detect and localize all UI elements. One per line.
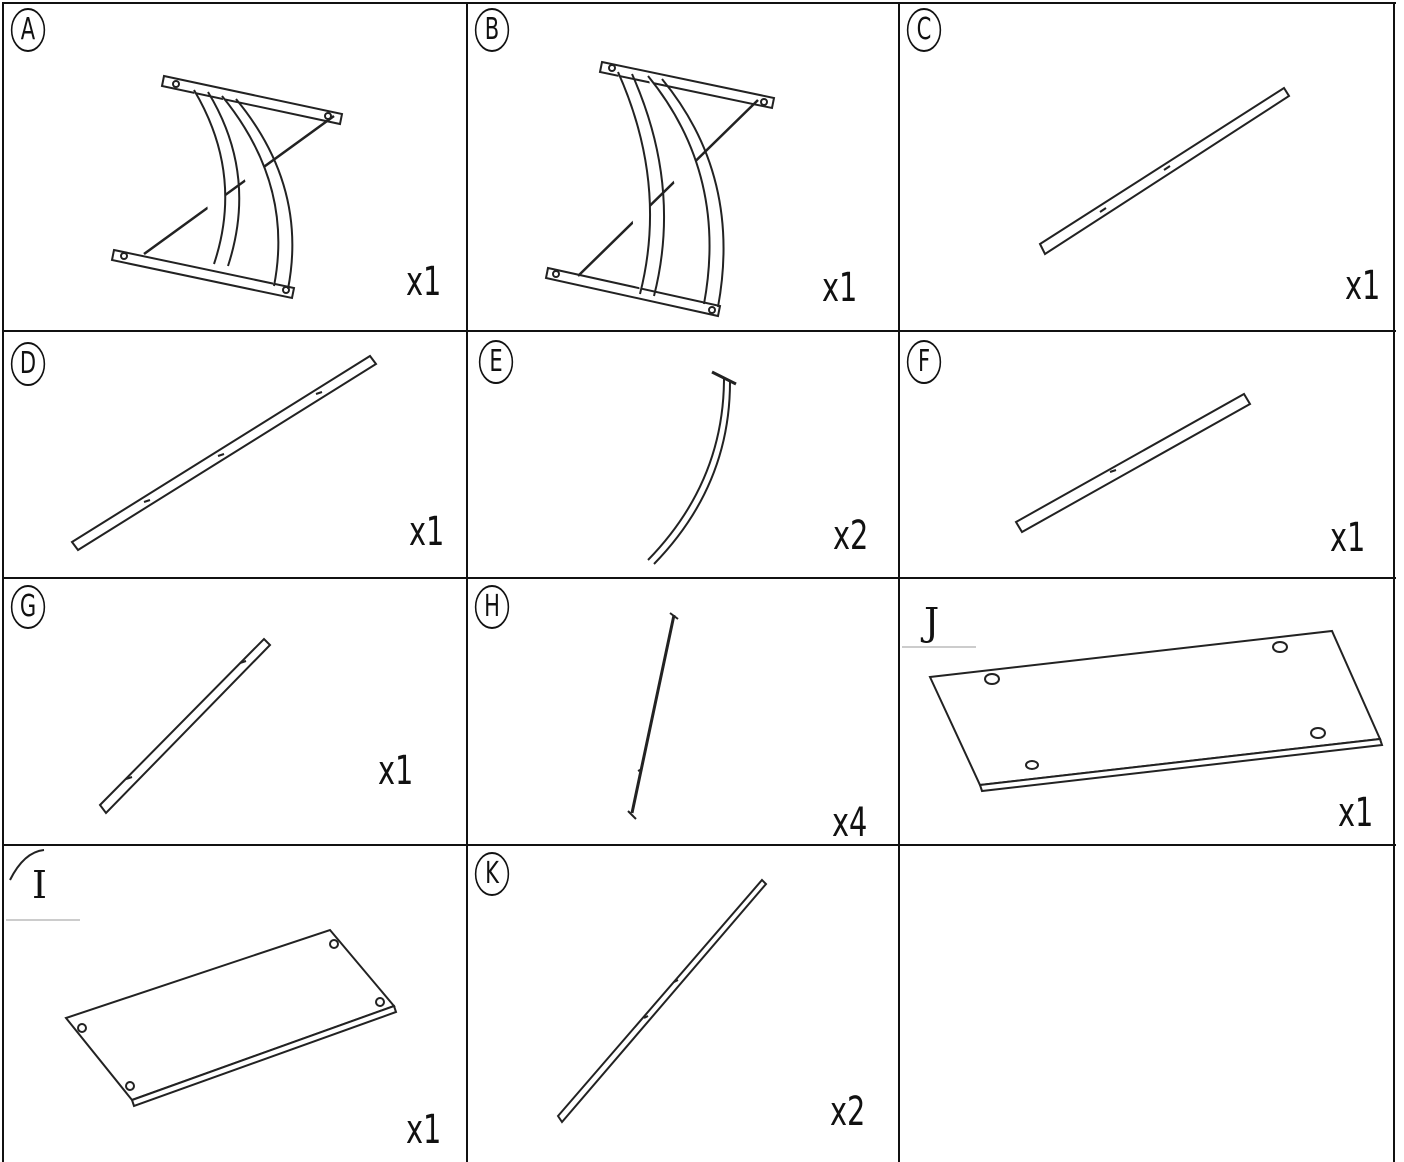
rail-k-drawing <box>556 878 768 1124</box>
part-label-e: E <box>478 340 514 384</box>
part-cell-g: G x1 <box>4 579 466 844</box>
part-cell-e: E x2 <box>468 332 898 577</box>
part-cell-c: C x1 <box>900 4 1393 330</box>
frame-a-drawing <box>110 74 344 300</box>
grid-line <box>2 844 1396 846</box>
shelf-j-drawing <box>902 629 1384 793</box>
part-label-i: I <box>32 863 48 907</box>
quantity-j: x1 <box>1338 790 1374 836</box>
quantity-f: x1 <box>1330 515 1366 561</box>
quantity-k: x2 <box>830 1089 866 1135</box>
part-label-a: A <box>10 8 46 52</box>
quantity-g: x1 <box>378 748 414 794</box>
grid-line <box>2 330 1396 332</box>
part-label-h: H <box>474 585 510 629</box>
part-label-f: F <box>906 340 942 384</box>
rail-g-drawing <box>98 637 272 815</box>
part-cell-d: D x1 <box>4 332 466 577</box>
quantity-i: x1 <box>406 1107 442 1153</box>
part-cell-k: K x2 <box>468 846 898 1162</box>
rail-f-drawing <box>1014 392 1252 534</box>
part-label-c: C <box>906 8 942 52</box>
part-label-k: K <box>474 852 510 896</box>
part-label-d: D <box>10 342 46 386</box>
grid-line <box>2 2 4 1162</box>
grid-line <box>898 2 900 1162</box>
part-label-g: G <box>10 585 46 629</box>
quantity-b: x1 <box>822 265 858 311</box>
frame-b-drawing <box>544 60 776 318</box>
quantity-d: x1 <box>409 509 445 555</box>
part-cell-j: J x1 <box>900 579 1393 844</box>
brace-h-drawing <box>627 612 679 820</box>
grid-line <box>466 2 468 1162</box>
shelf-i-drawing <box>6 849 398 1108</box>
grid-line <box>2 577 1396 579</box>
rail-c-drawing <box>1038 86 1291 256</box>
quantity-c: x1 <box>1345 263 1381 309</box>
quantity-a: x1 <box>406 259 442 305</box>
part-label-j: J <box>924 600 940 644</box>
grid-line <box>2 2 1396 4</box>
quantity-e: x2 <box>833 513 869 559</box>
part-cell-f: F x1 <box>900 332 1393 577</box>
part-label-b: B <box>474 8 510 52</box>
part-cell-a: A x1 <box>4 4 466 330</box>
empty-cell <box>900 846 1393 1162</box>
part-cell-b: B x1 <box>468 4 898 330</box>
part-cell-h: H x4 <box>468 579 898 844</box>
curved-leg-e-drawing <box>647 370 737 565</box>
part-cell-i: I x1 <box>4 846 466 1162</box>
quantity-h: x4 <box>832 800 868 846</box>
grid-line <box>1393 2 1395 1162</box>
rail-d-drawing <box>70 354 378 552</box>
